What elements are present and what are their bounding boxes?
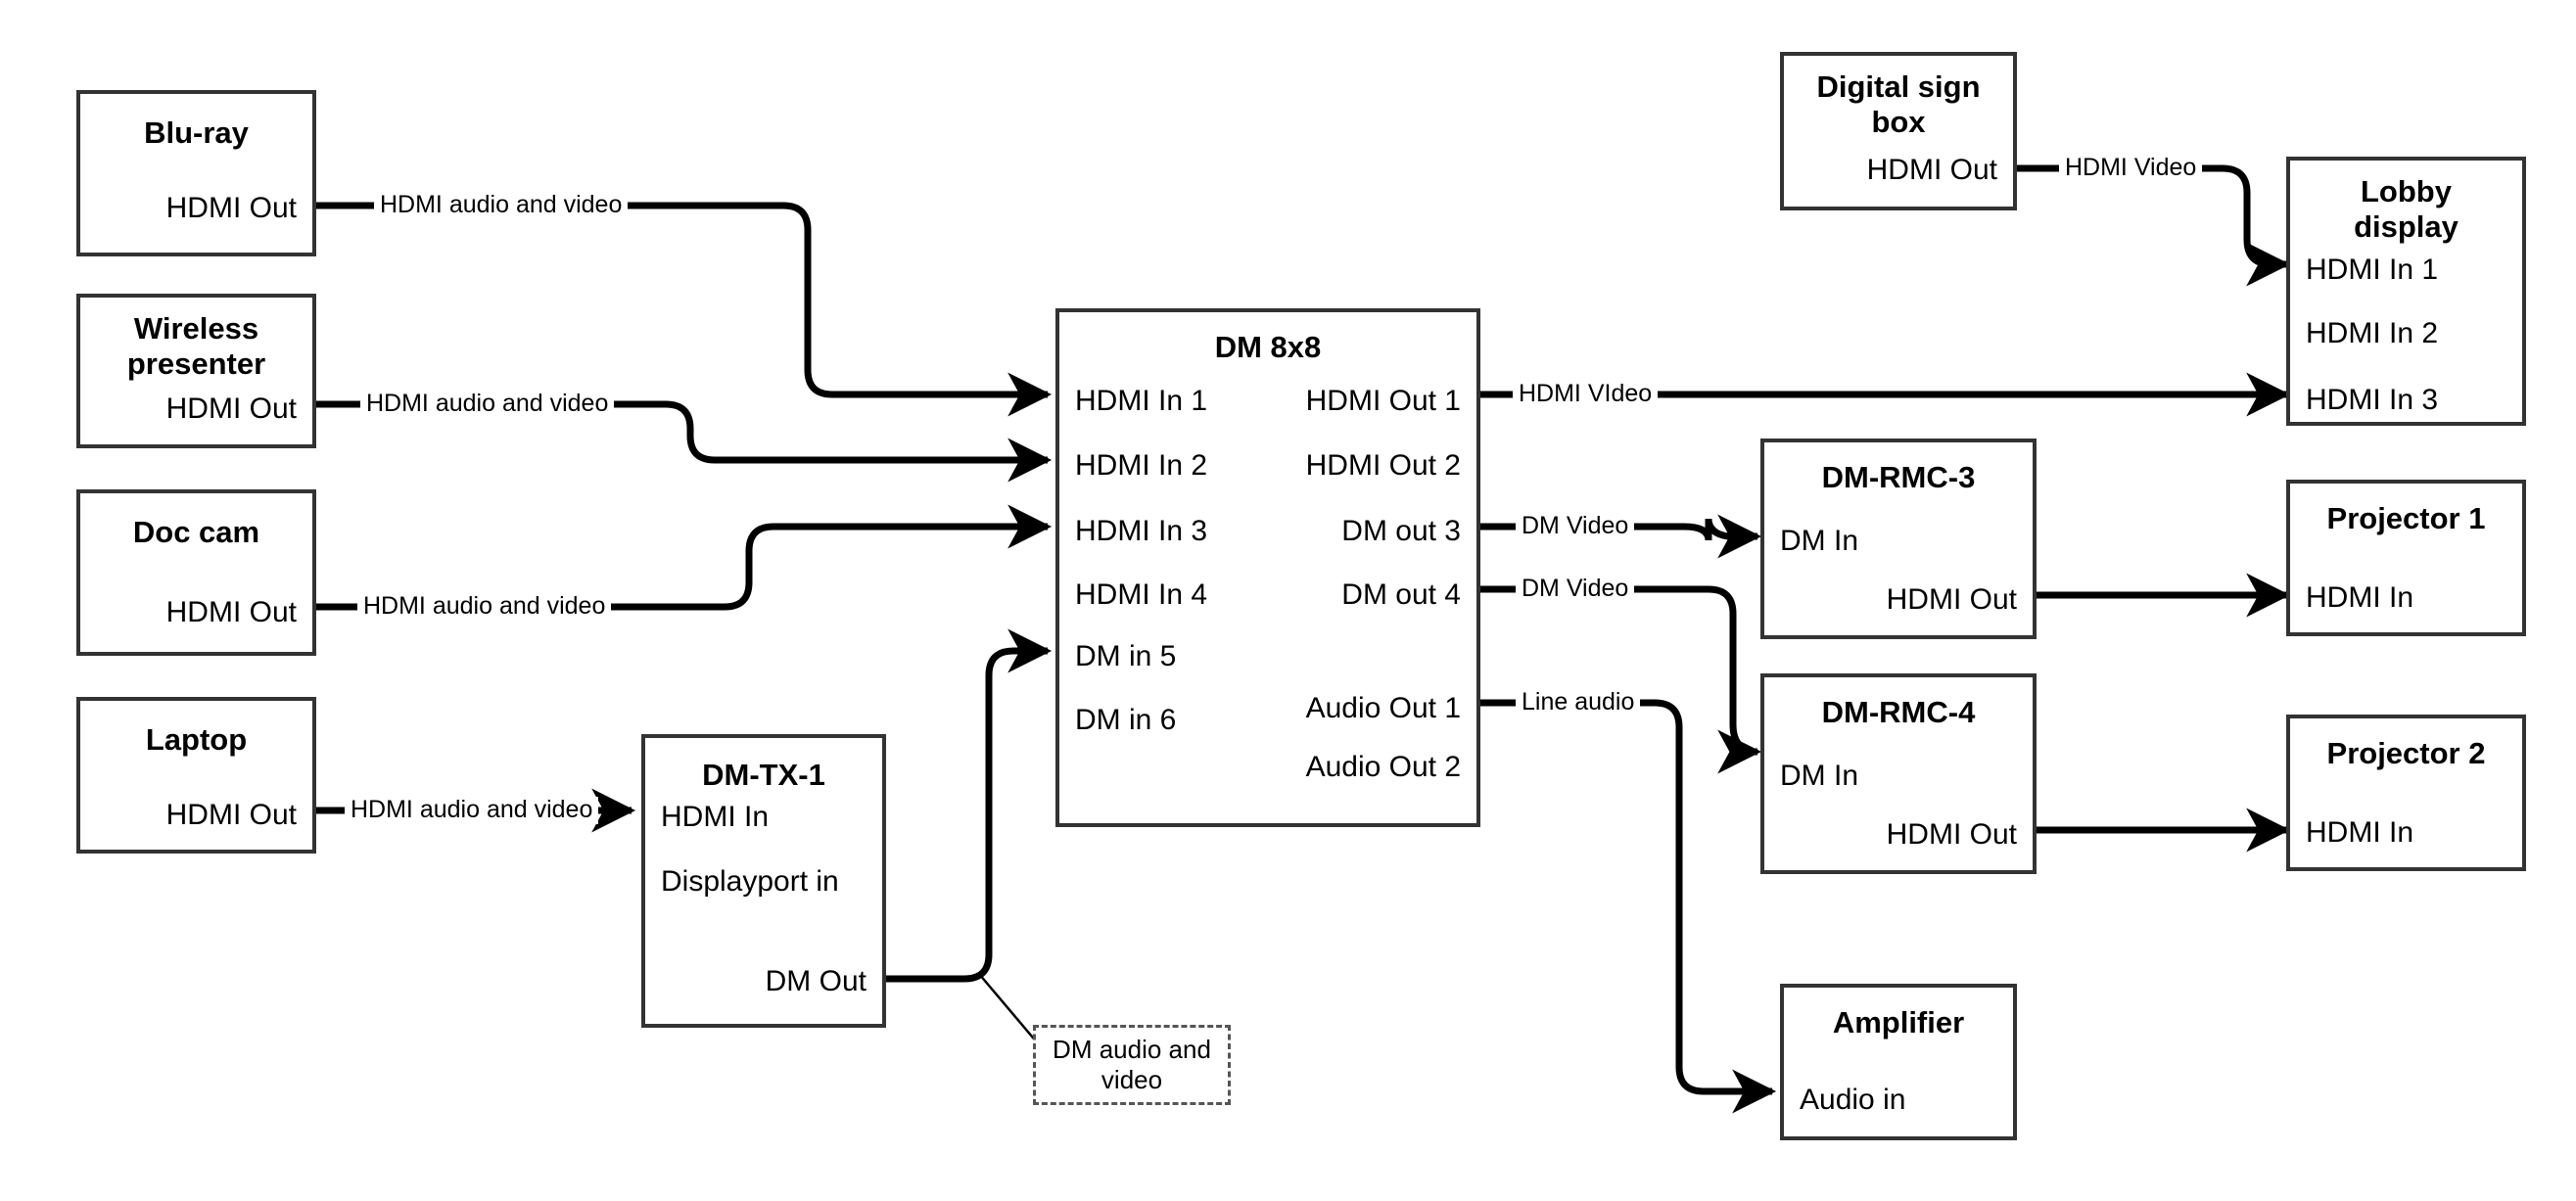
node-doc-cam[interactable]: Doc cam HDMI Out xyxy=(76,489,316,656)
node-dm-rmc-4[interactable]: DM-RMC-4 DM In HDMI Out xyxy=(1760,673,2037,874)
node-dm-tx-1-port-hdmi-in[interactable]: HDMI In xyxy=(661,801,770,833)
node-dm-8x8-output-dm-out-3[interactable]: DM out 3 xyxy=(1341,515,1461,547)
wire-label-dm-out3-to-rmc3: DM Video xyxy=(1516,512,1635,540)
node-dm-rmc-4-title: DM-RMC-4 xyxy=(1821,695,1976,729)
node-digital-sign-box-port-hdmi-out[interactable]: HDMI Out xyxy=(1866,154,1997,186)
node-doc-cam-title: Doc cam xyxy=(132,515,260,549)
node-dm-rmc-3-title: DM-RMC-3 xyxy=(1821,460,1976,494)
wire-dm-audioout1-to-amplifier xyxy=(1480,699,1777,1114)
node-dm-8x8-output-hdmi-out-1[interactable]: HDMI Out 1 xyxy=(1305,385,1461,417)
node-dm-8x8-input-dm-in-5[interactable]: DM in 5 xyxy=(1075,640,1177,672)
node-dm-8x8-input-hdmi-in-1[interactable]: HDMI In 1 xyxy=(1075,385,1208,417)
node-projector-1-title: Projector 1 xyxy=(2326,501,2486,535)
wire-sign-to-lobby-in1 xyxy=(2017,164,2291,287)
node-lobby-display-title-line2: display xyxy=(2354,209,2459,244)
node-dm-8x8-input-dm-in-6[interactable]: DM in 6 xyxy=(1075,704,1177,736)
note-dm-audio-and-video: DM audio and video xyxy=(1033,1025,1231,1105)
wire-label-wireless-to-dm: HDMI audio and video xyxy=(360,390,615,418)
node-digital-sign-box[interactable]: Digital sign box HDMI Out xyxy=(1780,52,2017,210)
node-digital-sign-box-title-line2: box xyxy=(1871,105,1926,139)
node-digital-sign-box-title-line1: Digital sign xyxy=(1816,69,1981,104)
node-dm-8x8-input-hdmi-in-3[interactable]: HDMI In 3 xyxy=(1075,515,1208,547)
node-wireless-presenter[interactable]: Wireless presenter HDMI Out xyxy=(76,294,316,448)
node-laptop[interactable]: Laptop HDMI Out xyxy=(76,697,316,854)
node-projector-1-port-hdmi-in[interactable]: HDMI In xyxy=(2306,581,2414,614)
node-dm-tx-1[interactable]: DM-TX-1 HDMI In Displayport in DM Out xyxy=(641,734,886,1028)
node-lobby-display-input-hdmi-in-1[interactable]: HDMI In 1 xyxy=(2306,254,2439,286)
node-lobby-display-input-hdmi-in-3[interactable]: HDMI In 3 xyxy=(2306,384,2439,416)
node-wireless-presenter-title-line2: presenter xyxy=(126,346,266,381)
node-dm-rmc-3[interactable]: DM-RMC-3 DM In HDMI Out xyxy=(1760,439,2037,639)
node-wireless-presenter-port-hdmi-out[interactable]: HDMI Out xyxy=(165,393,297,425)
node-bluray-port-hdmi-out[interactable]: HDMI Out xyxy=(165,192,297,224)
node-bluray[interactable]: Blu-ray HDMI Out xyxy=(76,90,316,256)
node-dm-rmc-3-port-dm-in[interactable]: DM In xyxy=(1780,525,1859,557)
node-laptop-port-hdmi-out[interactable]: HDMI Out xyxy=(165,799,297,831)
node-dm-8x8-output-dm-out-4[interactable]: DM out 4 xyxy=(1341,578,1461,611)
node-doc-cam-port-hdmi-out[interactable]: HDMI Out xyxy=(165,596,297,628)
node-dm-8x8-output-audio-out-2[interactable]: Audio Out 2 xyxy=(1305,751,1461,783)
node-dm-tx-1-title: DM-TX-1 xyxy=(702,758,825,792)
wire-bluray-to-dm-in1 xyxy=(188,202,1053,417)
node-dm-8x8-output-hdmi-out-2[interactable]: HDMI Out 2 xyxy=(1305,449,1461,482)
node-lobby-display[interactable]: Lobby display HDMI In 1 HDMI In 2 HDMI I… xyxy=(2286,157,2526,426)
node-lobby-display-input-hdmi-in-2[interactable]: HDMI In 2 xyxy=(2306,317,2439,349)
wire-label-dm-out1-to-lobby: HDMI VIdeo xyxy=(1513,380,1659,408)
node-dm-rmc-3-port-hdmi-out[interactable]: HDMI Out xyxy=(1886,583,2017,616)
wire-doccam-to-dm-in3 xyxy=(188,504,1053,611)
node-dm-rmc-4-port-hdmi-out[interactable]: HDMI Out xyxy=(1886,818,2017,851)
wire-label-dm-out4-to-rmc4: DM Video xyxy=(1516,575,1635,603)
node-projector-2-title: Projector 2 xyxy=(2326,736,2486,770)
node-bluray-title: Blu-ray xyxy=(144,115,249,150)
wire-label-laptop-to-tx: HDMI audio and video xyxy=(345,796,599,824)
node-dm-8x8-title: DM 8x8 xyxy=(1214,330,1322,364)
wire-label-sign-to-lobby: HDMI Video xyxy=(2059,154,2203,182)
node-dm-8x8[interactable]: DM 8x8 HDMI In 1 HDMI In 2 HDMI In 3 HDM… xyxy=(1055,308,1480,827)
wire-label-doccam-to-dm: HDMI audio and video xyxy=(357,592,612,621)
node-dm-8x8-input-hdmi-in-4[interactable]: HDMI In 4 xyxy=(1075,578,1208,611)
node-dm-8x8-input-hdmi-in-2[interactable]: HDMI In 2 xyxy=(1075,449,1208,482)
wire-label-dm-audio-to-amp: Line audio xyxy=(1516,688,1641,716)
node-dm-8x8-output-audio-out-1[interactable]: Audio Out 1 xyxy=(1305,692,1461,724)
node-projector-1[interactable]: Projector 1 HDMI In xyxy=(2286,480,2526,636)
node-amplifier-port-audio-in[interactable]: Audio in xyxy=(1800,1084,1906,1116)
node-dm-tx-1-port-displayport-in[interactable]: Displayport in xyxy=(661,865,839,898)
wire-wireless-to-dm-in2 xyxy=(188,400,1053,483)
node-lobby-display-title-line1: Lobby xyxy=(2361,174,2452,208)
node-laptop-title: Laptop xyxy=(145,722,248,757)
node-projector-2[interactable]: Projector 2 HDMI In xyxy=(2286,715,2526,871)
wire-dm-out4-to-rmc4 xyxy=(1480,585,1762,774)
node-dm-rmc-4-port-dm-in[interactable]: DM In xyxy=(1780,760,1859,792)
node-wireless-presenter-title-line1: Wireless xyxy=(133,311,259,346)
node-amplifier[interactable]: Amplifier Audio in xyxy=(1780,984,2017,1140)
node-amplifier-title: Amplifier xyxy=(1832,1005,1965,1039)
node-dm-tx-1-port-dm-out[interactable]: DM Out xyxy=(765,965,866,997)
wire-label-bluray-to-dm: HDMI audio and video xyxy=(374,191,629,219)
node-projector-2-port-hdmi-in[interactable]: HDMI In xyxy=(2306,816,2414,849)
